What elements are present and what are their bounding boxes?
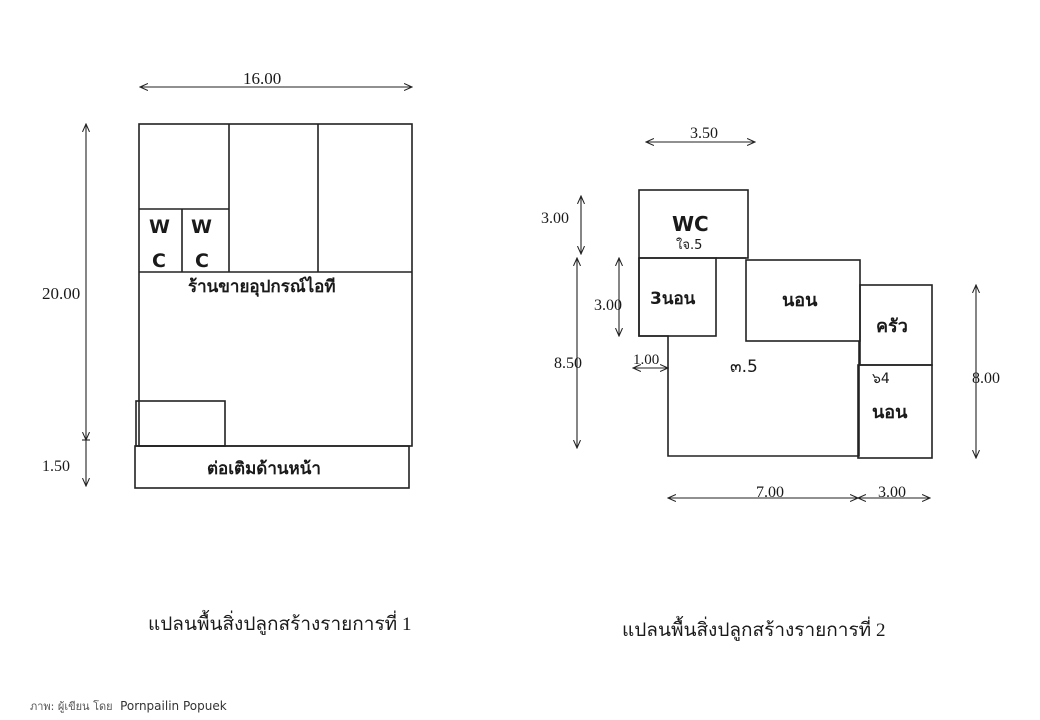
plan2-dim-bed-height-label: 3.00 (594, 297, 622, 314)
credit-prefix: ภาพ: ผู้เขียน โดย (30, 700, 113, 713)
plan2-bedroom-right-label: นอน (872, 402, 908, 423)
plan1-shop-label: ร้านขายอุปกรณ์ไอที (188, 276, 336, 297)
plan2-dim-bottom-right-label: 3.00 (878, 484, 906, 501)
plan-1 (134, 123, 413, 489)
plan2-texts: 3.50 3.00 3.00 8.50 1.00 8.00 7.00 3.00 … (541, 125, 1000, 641)
plan2-dim-total-height-label: 8.50 (554, 355, 582, 372)
plan2-wc-label: WC (672, 212, 709, 236)
plan2-bedroom-left (638, 257, 717, 337)
image-credit: ภาพ: ผู้เขียน โดย Pornpailin Popuek (30, 697, 227, 715)
plan1-dim-front-label: 1.50 (42, 458, 70, 475)
plan2-dim-wc-width-label: 3.50 (690, 125, 718, 142)
plan2-bedroom-right-note: ๖4 (872, 371, 890, 387)
plan1-extension-label: ต่อเติมด้านหน้า (207, 459, 321, 479)
plan2-hall-note: ๓.5 (730, 357, 758, 377)
plan2-dim-right-height-label: 8.00 (972, 370, 1000, 387)
plan2-kitchen-label: ครัว (876, 316, 908, 337)
plan2-dim-bottom-left-label: 7.00 (756, 484, 784, 501)
plan1-wc-left-bottom: C (152, 250, 166, 272)
plan1-wc-right-top: W (191, 216, 212, 238)
plan2-dim-offset-label: 1.00 (633, 352, 659, 368)
plan1-texts: 16.00 20.00 1.50 W C W C ร้านขายอุปกรณ์ไ… (42, 69, 411, 635)
plan1-small-room (135, 400, 226, 447)
plan2-wc-note: ใจ.5 (676, 237, 702, 253)
plan2-dimensions (577, 142, 976, 498)
plan1-front-extension (134, 445, 410, 489)
plan2-caption: แปลนพื้นสิ่งปลูกสร้างรายการที่ 2 (622, 616, 885, 641)
plan1-dim-width-label: 16.00 (243, 69, 281, 88)
plan1-caption: แปลนพื้นสิ่งปลูกสร้างรายการที่ 1 (148, 610, 411, 635)
plan1-wc-right-bottom: C (195, 250, 209, 272)
plan2-dim-wc-height-label: 3.00 (541, 210, 569, 227)
plan2-bedroom-left-label: 3นอน (650, 289, 696, 309)
plan1-wc-left-top: W (149, 216, 170, 238)
plan1-dimensions (82, 87, 412, 486)
plan1-dim-height-label: 20.00 (42, 284, 80, 303)
plan2-bedroom-mid-label: นอน (782, 290, 818, 311)
plan2-bedroom-right (857, 364, 933, 459)
credit-author: Pornpailin Popuek (120, 699, 227, 713)
plan-2 (638, 189, 933, 459)
